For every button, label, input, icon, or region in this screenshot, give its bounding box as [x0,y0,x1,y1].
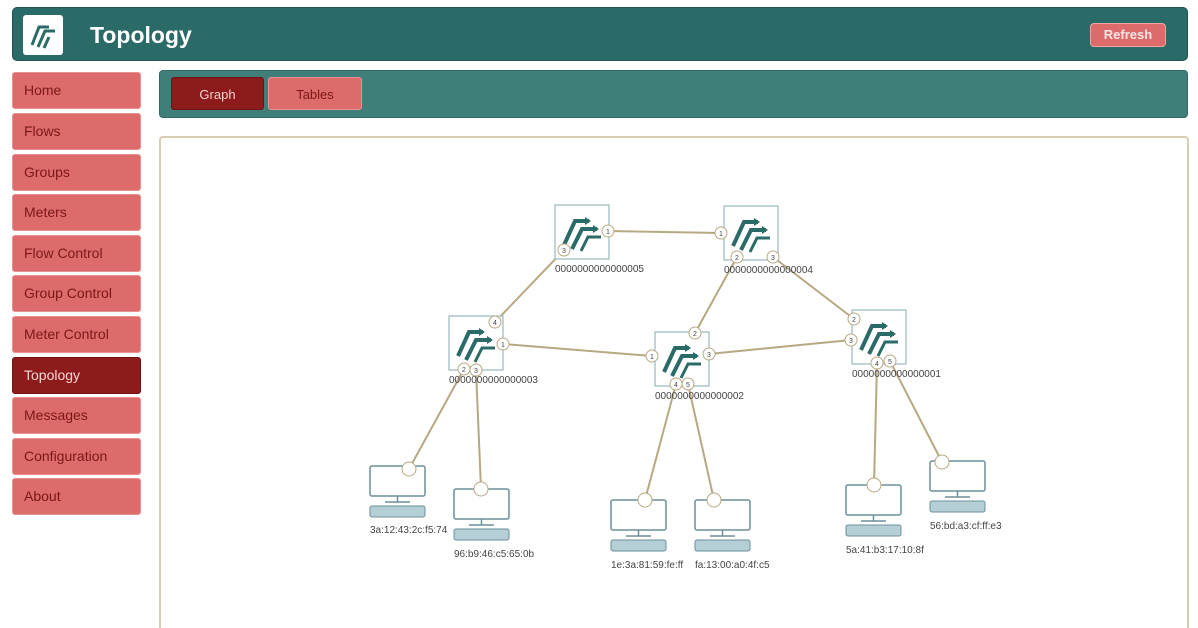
switch-node[interactable]: 0000000000000002 2 1 3 4 5 [645,326,744,402]
port-label: 1 [650,354,654,361]
host-label: fa:13:00:a0:4f:c5 [695,560,770,571]
sidebar-item-messages[interactable]: Messages [12,397,141,434]
port-label: 4 [875,361,879,368]
port-label: 3 [707,352,711,359]
app-header: Topology Refresh [12,7,1188,61]
host-node[interactable]: 5a:41:b3:17:10:8f [845,477,924,556]
host-icon [845,484,902,537]
host-icon [610,499,667,552]
sidebar-item-groups[interactable]: Groups [12,154,141,191]
port-label: 3 [474,368,478,375]
switch-node[interactable]: 0000000000000004 1 2 3 [714,204,813,276]
host-node[interactable]: 56:bd:a3:cf:ff:e3 [929,454,1002,532]
port-label: 1 [501,342,505,349]
sidebar-item-flow-control[interactable]: Flow Control [12,235,141,272]
port-label: 2 [693,331,697,338]
refresh-button[interactable]: Refresh [1090,23,1166,47]
switch-label: 0000000000000005 [555,264,644,275]
switch-label: 0000000000000003 [449,375,538,386]
host-icon [694,499,751,552]
sidebar-item-group-control[interactable]: Group Control [12,275,141,312]
port-label: 5 [888,359,892,366]
app-logo-icon [23,15,63,55]
sidebar-item-flows[interactable]: Flows [12,113,141,150]
tab-graph[interactable]: Graph [171,77,264,110]
host-label: 1e:3a:81:59:fe:ff [611,560,683,571]
switch-node[interactable]: 0000000000000005 3 1 [553,203,644,275]
port-label: 2 [462,367,466,374]
sidebar-item-topology[interactable]: Topology [12,357,141,394]
topology-graph[interactable]: 0000000000000005 3 1 0000000000000004 1 … [161,138,1187,628]
port-label: 5 [686,382,690,389]
tab-tables[interactable]: Tables [268,77,362,110]
sidebar-item-configuration[interactable]: Configuration [12,438,141,475]
switch-label: 0000000000000001 [852,369,941,380]
host-label: 3a:12:43:2c:f5:74 [370,525,448,536]
switch-node[interactable]: 0000000000000001 2 3 4 5 [844,308,941,380]
port-label: 2 [735,255,739,262]
switch-icon [653,330,711,388]
host-icon [453,488,510,541]
port-label: 2 [852,317,856,324]
switch-label: 0000000000000002 [655,391,744,402]
host-icon [929,460,986,513]
sidebar-item-meters[interactable]: Meters [12,194,141,231]
page-title: Topology [90,22,192,48]
port-label: 1 [719,231,723,238]
host-label: 96:b9:46:c5:65:0b [454,549,535,560]
sidebar-item-about[interactable]: About [12,478,141,515]
port-label: 3 [771,255,775,262]
view-tabbar: Graph Tables [159,70,1188,118]
port-label: 4 [674,382,678,389]
host-node[interactable]: 96:b9:46:c5:65:0b [453,481,535,560]
port-label: 1 [606,229,610,236]
host-icon [369,465,426,518]
host-label: 5a:41:b3:17:10:8f [846,545,924,556]
sidebar-item-meter-control[interactable]: Meter Control [12,316,141,353]
host-node[interactable]: 3a:12:43:2c:f5:74 [369,461,448,536]
port-label: 3 [849,338,853,345]
topology-graph-panel: 0000000000000005 3 1 0000000000000004 1 … [159,136,1189,628]
switch-label: 0000000000000004 [724,265,813,276]
port-label: 3 [562,248,566,255]
sidebar-item-home[interactable]: Home [12,72,141,109]
host-node[interactable]: 1e:3a:81:59:fe:ff [610,492,683,571]
host-node[interactable]: fa:13:00:a0:4f:c5 [694,492,770,571]
host-label: 56:bd:a3:cf:ff:e3 [930,521,1002,532]
switch-node[interactable]: 0000000000000003 4 1 2 3 [447,314,538,386]
port-label: 4 [493,320,497,327]
